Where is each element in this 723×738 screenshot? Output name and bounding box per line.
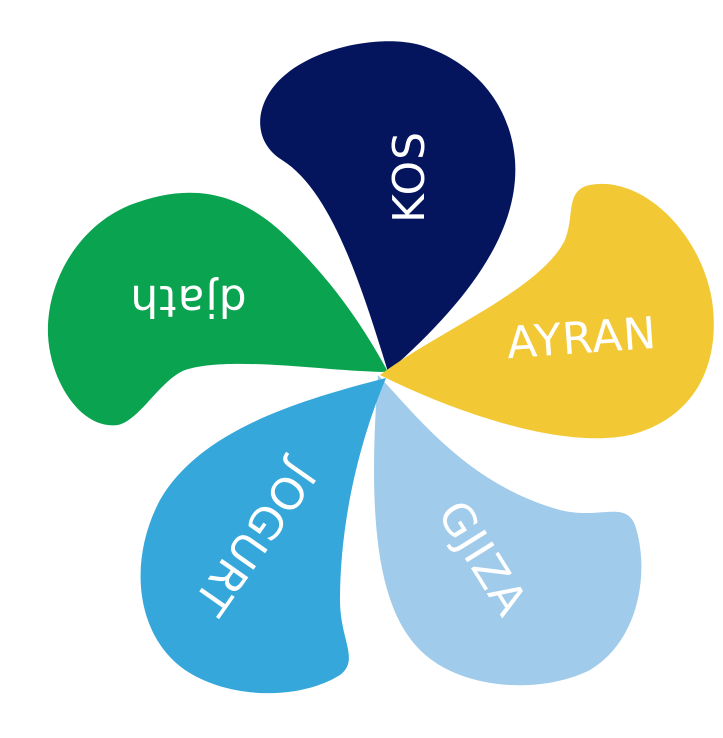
petal-kos-shape bbox=[260, 41, 516, 372]
petal-ayran-label: AYRAN bbox=[505, 308, 659, 369]
petal-gjiza-shape bbox=[374, 375, 642, 686]
petal-kos-label: KOS bbox=[384, 131, 435, 223]
petal-djath-label: djath bbox=[129, 275, 246, 326]
petal-ayran-shape bbox=[380, 183, 714, 439]
petal-jogurt-shape bbox=[140, 378, 386, 694]
petal-djath: djath bbox=[47, 192, 389, 426]
petal-kos: KOS bbox=[260, 41, 516, 372]
petal-gjiza: GJIZA bbox=[374, 375, 642, 686]
petal-ayran: AYRAN bbox=[380, 183, 714, 439]
petal-djath-shape bbox=[47, 192, 389, 426]
petal-jogurt: JOGURT bbox=[140, 378, 386, 694]
